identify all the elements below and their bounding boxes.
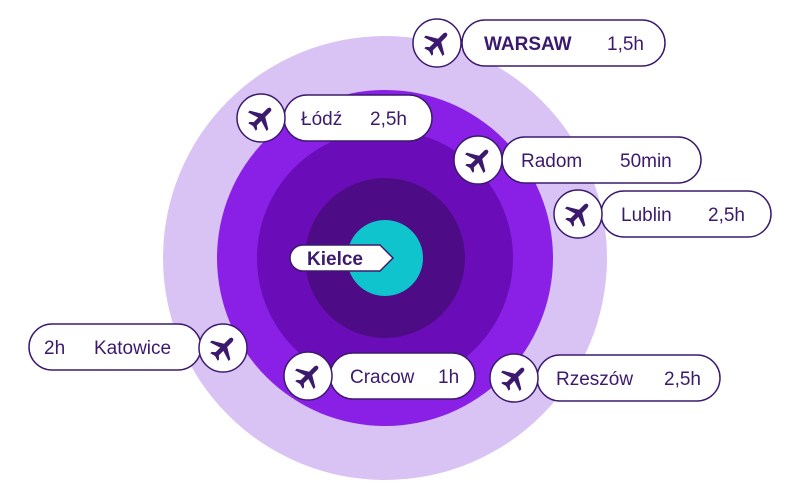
destination-lodz: Łódź 2,5h [236, 93, 433, 143]
destination-name: Cracow [350, 367, 415, 388]
destination-time: 2,5h [708, 205, 745, 226]
center-label-tag [289, 244, 395, 272]
destination-name: Katowice [94, 338, 171, 359]
destination-rzeszow: Rzeszów 2,5h [489, 353, 721, 403]
destination-warsaw: WARSAW 1,5h [412, 18, 666, 68]
destination-name: WARSAW [484, 34, 572, 55]
destination-name: Łódź [301, 109, 342, 130]
destination-lublin: Lublin 2,5h [553, 189, 772, 239]
destination-time: 50min [620, 151, 672, 172]
destination-cracow: Cracow 1h [283, 351, 476, 401]
destination-time: 1h [438, 367, 459, 388]
destination-time: 1,5h [607, 34, 644, 55]
destination-name: Radom [521, 151, 582, 172]
center-label: Kielce [289, 244, 395, 272]
destination-name: Rzeszów [556, 369, 633, 390]
destination-time: 2,5h [370, 109, 407, 130]
destination-time: 2,5h [664, 369, 701, 390]
destination-name: Lublin [621, 205, 672, 226]
destination-radom: Radom 50min [453, 135, 702, 185]
destination-katowice: 2h Katowice [28, 323, 248, 373]
center-label-text: Kielce [307, 249, 363, 270]
destination-time: 2h [44, 338, 65, 359]
